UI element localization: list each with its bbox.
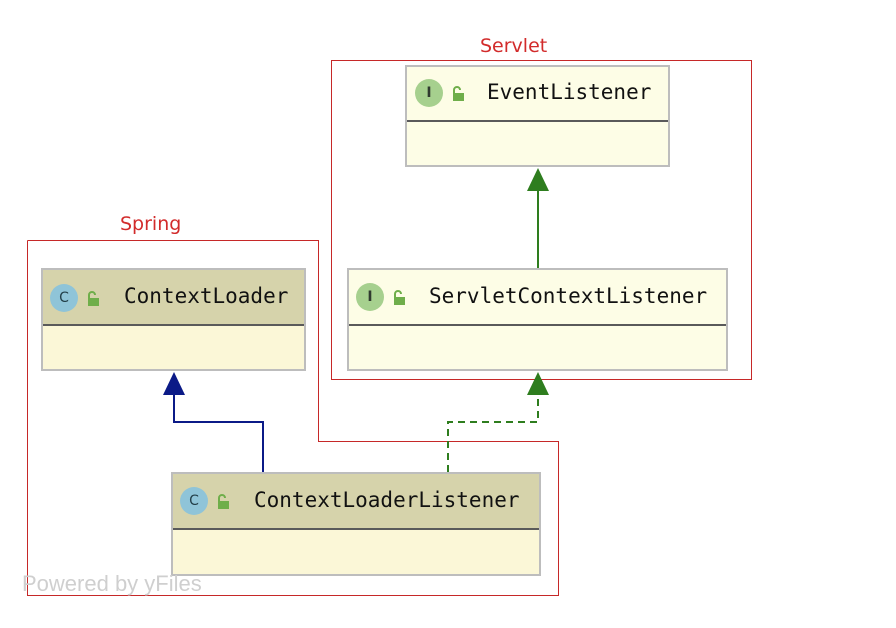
node-header: C ContextLoaderListener xyxy=(173,474,539,530)
node-body xyxy=(173,530,539,574)
edge-cll-to-contextloader xyxy=(173,394,264,472)
edge-scl-arrowhead xyxy=(527,168,549,191)
eventlistener-node[interactable]: I EventListener xyxy=(405,65,670,167)
node-title: ContextLoader xyxy=(124,284,289,308)
unlock-icon xyxy=(218,494,229,509)
node-body xyxy=(349,326,726,369)
unlock-icon xyxy=(88,291,99,306)
node-body xyxy=(43,326,304,369)
node-title: ServletContextListener xyxy=(429,284,708,308)
contextloaderlistener-node[interactable]: C ContextLoaderListener xyxy=(171,472,541,576)
unlock-icon xyxy=(453,86,464,101)
unlock-icon xyxy=(394,290,405,305)
node-title: EventListener xyxy=(487,80,652,104)
contextloader-node[interactable]: C ContextLoader xyxy=(41,268,306,371)
edge-cll-arrowhead xyxy=(163,372,185,395)
spring-group-label: Spring xyxy=(120,213,182,235)
yfiles-watermark: Powered by yFiles xyxy=(22,571,202,596)
interface-icon: I xyxy=(415,79,443,107)
node-header: I ServletContextListener xyxy=(349,270,726,326)
servletcontextlistener-node[interactable]: I ServletContextListener xyxy=(347,268,728,371)
node-header: I EventListener xyxy=(407,67,668,122)
spring-group-border xyxy=(27,240,559,596)
node-header: C ContextLoader xyxy=(43,270,304,326)
node-body xyxy=(407,122,668,165)
edge-impl-arrowhead xyxy=(527,372,549,395)
class-icon: C xyxy=(180,487,208,515)
class-icon: C xyxy=(50,284,78,312)
servlet-group-label: Servlet xyxy=(480,35,548,57)
edge-cll-to-scl xyxy=(447,394,539,472)
interface-icon: I xyxy=(356,283,384,311)
node-title: ContextLoaderListener xyxy=(254,488,520,512)
